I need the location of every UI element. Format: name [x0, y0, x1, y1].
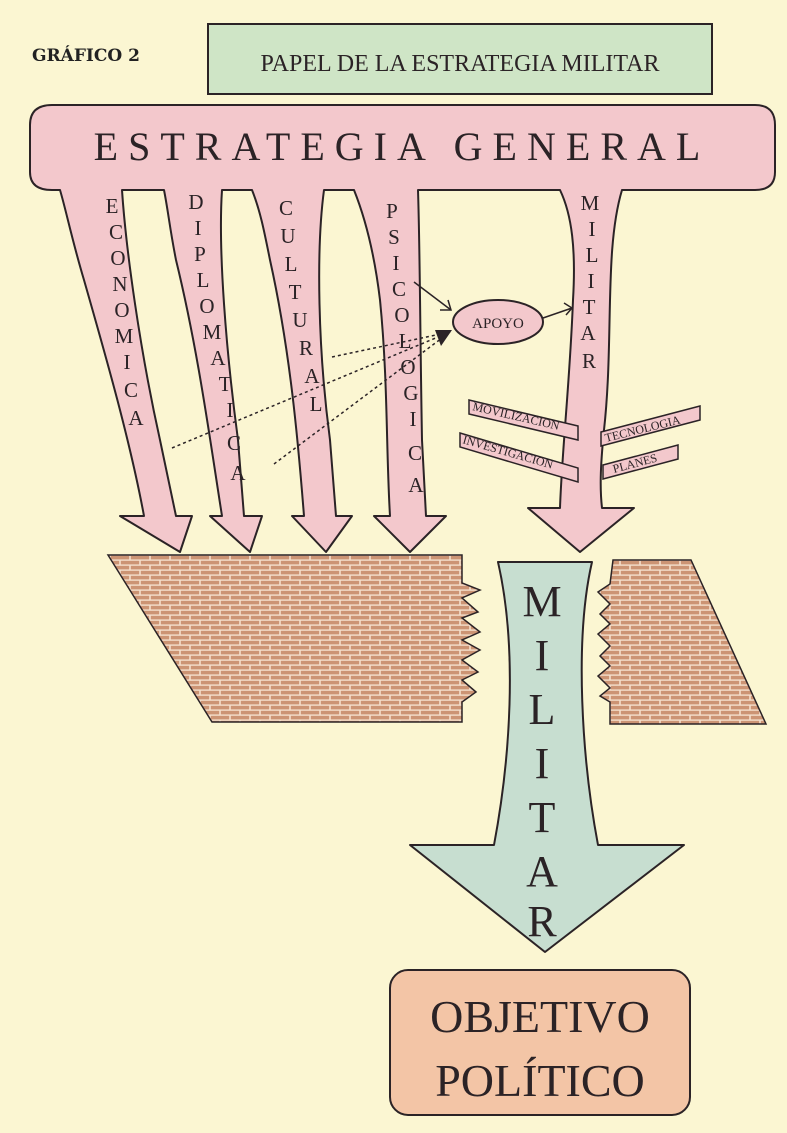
branch-cultural-letter: T	[289, 280, 302, 304]
branch-psicologica-letter: P	[386, 199, 398, 223]
branch-diplomatica-letter: C	[227, 431, 241, 455]
branch-economica-letter: O	[110, 246, 125, 270]
branch-economica-letter: E	[106, 194, 119, 218]
military-breakthrough-letter: R	[527, 897, 557, 946]
military-breakthrough-letter: A	[526, 847, 558, 896]
apoyo-label: APOYO	[472, 316, 524, 332]
branch-psicologica-letter: I	[393, 251, 400, 275]
branch-economica-letter: C	[109, 220, 123, 244]
branch-psicologica-letter: I	[410, 407, 417, 431]
apoyo-arrowhead-icon	[435, 330, 452, 346]
branch-diplomatica-letter: D	[188, 190, 203, 214]
branch-cultural-letter: U	[280, 224, 295, 248]
branch-cultural-letter: A	[304, 364, 320, 388]
military-breakthrough-letter: I	[535, 631, 550, 680]
branch-economica-letter: C	[124, 378, 138, 402]
branch-diplomatica-letter: A	[210, 346, 226, 370]
branch-psicologica-letter: C	[392, 277, 406, 301]
military-breakthrough-letter: T	[529, 793, 556, 842]
military-breakthrough-letter: I	[535, 739, 550, 788]
branch-economica-letter: A	[128, 406, 144, 430]
branch-psicologica-letter: S	[388, 225, 400, 249]
military-breakthrough-letter: M	[522, 577, 561, 626]
branch-militar-letter: I	[589, 217, 596, 241]
branch-psicologica-letter: C	[408, 441, 422, 465]
branch-diplomatica-letter: I	[227, 398, 234, 422]
branch-cultural-letter: C	[279, 196, 293, 220]
wall-left	[108, 555, 480, 722]
branch-militar-letter: R	[582, 349, 596, 373]
figure-label: GRÁFICO 2	[32, 45, 140, 66]
branch-cultural-letter: L	[285, 252, 298, 276]
branch-diplomatica-letter: M	[203, 320, 222, 344]
branch-diplomatica-letter: L	[197, 268, 210, 292]
wall-right	[598, 560, 766, 724]
branch-psicologica-letter: G	[403, 381, 418, 405]
branch-militar-letter: A	[580, 321, 596, 345]
objective-line2: POLÍTICO	[435, 1055, 645, 1106]
branch-militar-letter: T	[583, 295, 596, 319]
branch-psicologica-letter: O	[394, 303, 409, 327]
branch-diplomatica-letter: I	[195, 216, 202, 240]
branch-militar-letter: M	[581, 191, 600, 215]
branch-economica-letter: O	[114, 298, 129, 322]
branch-cultural-letter: U	[292, 308, 307, 332]
tecnologia-label: TECNOLOGIA	[603, 413, 682, 445]
branch-diplomatica-letter: O	[199, 294, 214, 318]
diagram-title: PAPEL DE LA ESTRATEGIA MILITAR	[261, 51, 660, 77]
branch-cultural-letter: R	[299, 336, 313, 360]
branch-diplomatica-letter: A	[230, 461, 246, 485]
branch-economica-letter: I	[124, 350, 131, 374]
branch-diplomatica-letter: P	[194, 242, 206, 266]
branch-militar-letter: L	[586, 243, 599, 267]
objective-line1: OBJETIVO	[430, 991, 650, 1042]
branch-economica-letter: N	[112, 272, 127, 296]
military-breakthrough-letter: L	[529, 685, 556, 734]
branch-cultural-letter: L	[310, 392, 323, 416]
branch-diplomatica-letter: T	[219, 372, 232, 396]
branch-economica-letter: M	[115, 324, 134, 348]
branch-psicologica-letter: A	[408, 473, 424, 497]
branch-militar-letter: I	[588, 269, 595, 293]
planes-label: PLANES	[611, 451, 658, 476]
general-strategy-label: ESTRATEGIA GENERAL	[94, 124, 711, 169]
